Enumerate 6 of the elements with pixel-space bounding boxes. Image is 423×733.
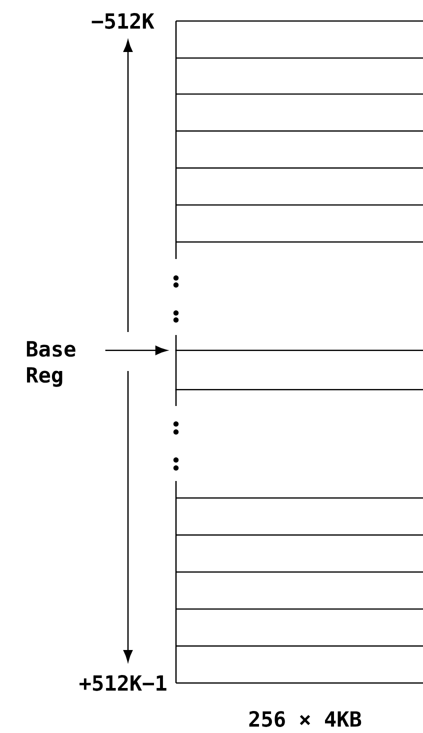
arrow	[105, 346, 168, 355]
register-label: Base Reg	[26, 341, 76, 387]
memory-slot	[175, 350, 423, 390]
size-label: 256 × 4KB	[249, 711, 362, 727]
address-label: +512K−1	[80, 675, 166, 691]
address-label: −512K	[92, 13, 154, 29]
